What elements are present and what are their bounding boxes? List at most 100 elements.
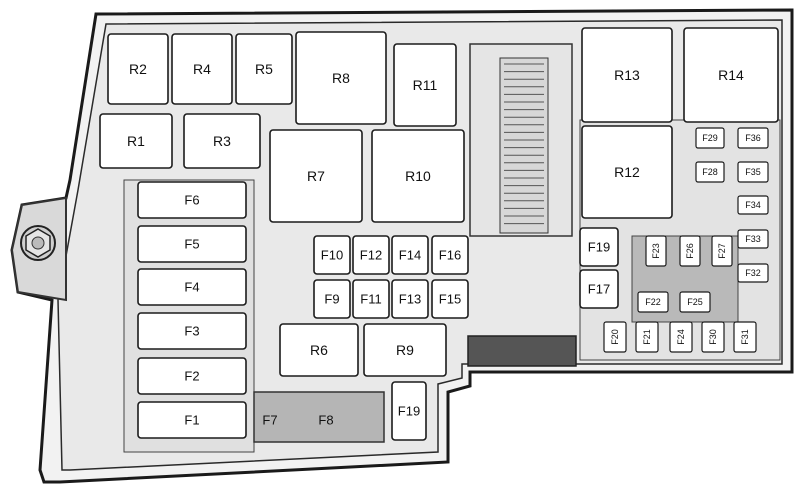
component-label: F1 xyxy=(184,413,199,428)
component-box xyxy=(352,279,390,319)
component-r6: R6 xyxy=(279,323,359,377)
component-label: F29 xyxy=(702,133,718,143)
component-box xyxy=(683,27,779,123)
component-label: F2 xyxy=(184,369,199,384)
component-box xyxy=(711,235,733,267)
mounting-bolt-icon xyxy=(10,196,67,302)
component-box xyxy=(137,268,247,306)
component-label: F30 xyxy=(708,329,718,345)
component-f9: F9 xyxy=(313,279,351,319)
component-r4: R4 xyxy=(171,33,233,105)
component-label: F12 xyxy=(360,248,382,263)
component-label: F36 xyxy=(745,133,761,143)
component-box xyxy=(695,161,725,183)
component-label: F31 xyxy=(740,329,750,345)
component-r8: R8 xyxy=(295,31,387,125)
component-label: R12 xyxy=(614,164,640,180)
component-box xyxy=(733,321,757,353)
component-box xyxy=(235,33,293,105)
component-box xyxy=(581,27,673,123)
component-label: R14 xyxy=(718,67,744,83)
component-r10: R10 xyxy=(371,129,465,223)
component-f19: F19 xyxy=(391,381,427,441)
component-f24: F24 xyxy=(669,321,693,353)
component-label: F19 xyxy=(398,404,420,419)
component-box xyxy=(137,357,247,395)
center-connector xyxy=(469,43,573,237)
component-label: F14 xyxy=(399,248,421,263)
component-f31: F31 xyxy=(733,321,757,353)
component-label: R10 xyxy=(405,168,431,184)
component-label: R8 xyxy=(332,70,350,86)
component-box xyxy=(391,279,429,319)
component-box xyxy=(645,235,667,267)
component-label: F23 xyxy=(651,243,661,259)
component-f17: F17 xyxy=(579,269,619,309)
component-box xyxy=(363,323,447,377)
component-box xyxy=(737,195,769,215)
component-box xyxy=(183,113,261,169)
component-label: F15 xyxy=(439,292,461,307)
component-f10: F10 xyxy=(313,235,351,275)
component-box xyxy=(99,113,173,169)
component-box xyxy=(391,235,429,275)
component-label: F13 xyxy=(399,292,421,307)
component-box xyxy=(637,291,669,313)
component-box xyxy=(137,401,247,439)
component-label: R2 xyxy=(129,61,147,77)
component-label: F11 xyxy=(360,292,381,307)
component-box xyxy=(269,129,363,223)
component-f14: F14 xyxy=(391,235,429,275)
component-box xyxy=(352,235,390,275)
component-f6: F6 xyxy=(137,181,247,219)
component-label: F27 xyxy=(717,243,727,259)
component-label: F4 xyxy=(184,280,199,295)
component-f16: F16 xyxy=(431,235,469,275)
component-box xyxy=(371,129,465,223)
component-label: F34 xyxy=(745,200,761,210)
component-f5: F5 xyxy=(137,225,247,263)
component-box xyxy=(313,235,351,275)
component-f27: F27 xyxy=(711,235,733,267)
component-f25: F25 xyxy=(679,291,711,313)
component-label: F32 xyxy=(745,268,761,278)
component-box xyxy=(431,279,469,319)
component-r3: R3 xyxy=(183,113,261,169)
component-label: R11 xyxy=(413,77,438,93)
component-label: R5 xyxy=(255,61,273,77)
component-r9: R9 xyxy=(363,323,447,377)
component-box xyxy=(581,125,673,219)
component-box xyxy=(695,127,725,149)
component-r7: R7 xyxy=(269,129,363,223)
component-f30: F30 xyxy=(701,321,725,353)
component-label: F22 xyxy=(645,297,661,307)
component-label: F33 xyxy=(745,234,761,244)
component-label: F26 xyxy=(685,243,695,259)
component-label: R9 xyxy=(396,342,414,358)
component-r11: R11 xyxy=(393,43,457,127)
component-label: F28 xyxy=(702,167,718,177)
component-f2: F2 xyxy=(137,357,247,395)
component-box xyxy=(171,33,233,105)
component-r13: R13 xyxy=(581,27,673,123)
component-box xyxy=(137,225,247,263)
component-label: R1 xyxy=(127,133,145,149)
component-label: R6 xyxy=(310,342,328,358)
component-box xyxy=(669,321,693,353)
fuse-holder-gray xyxy=(253,391,385,443)
component-box xyxy=(737,263,769,283)
component-box xyxy=(635,321,659,353)
component-f19: F19 xyxy=(579,227,619,267)
component-label: F17 xyxy=(588,282,610,297)
fuse-label-f8: F8 xyxy=(318,413,333,428)
component-r14: R14 xyxy=(683,27,779,123)
component-f13: F13 xyxy=(391,279,429,319)
component-box xyxy=(579,269,619,309)
component-f21: F21 xyxy=(635,321,659,353)
component-box xyxy=(393,43,457,127)
component-label: F24 xyxy=(676,329,686,345)
component-label: F19 xyxy=(588,240,610,255)
component-f12: F12 xyxy=(352,235,390,275)
